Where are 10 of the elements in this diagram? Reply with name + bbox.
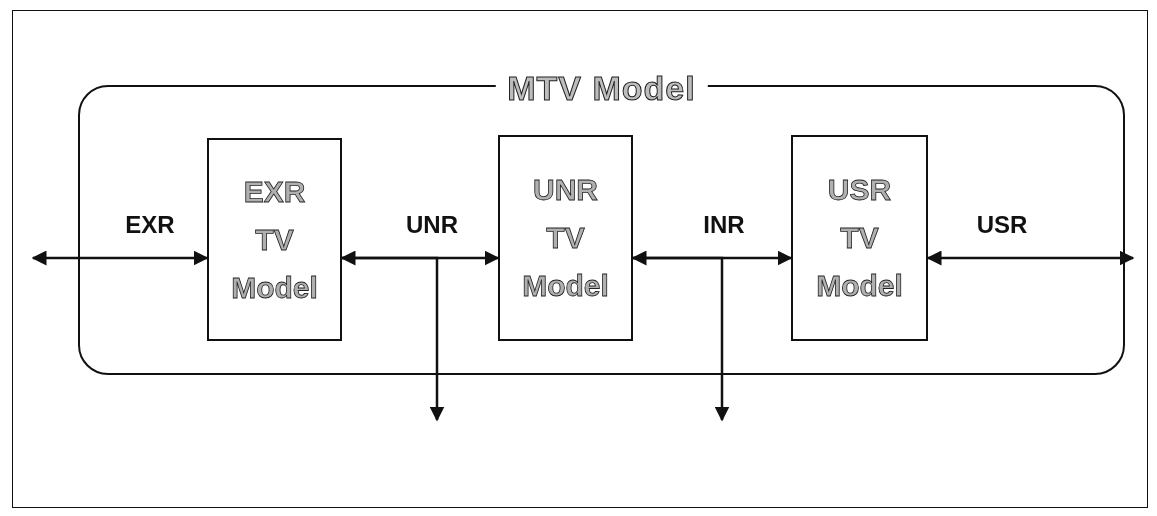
connector-arrow bbox=[31, 250, 209, 266]
connector-arrow bbox=[342, 256, 445, 422]
connector-arrow bbox=[926, 250, 1135, 266]
connector-arrow bbox=[633, 256, 730, 422]
model-label: EXR TV Model bbox=[230, 173, 319, 306]
model-box bbox=[498, 135, 633, 341]
model-label: UNR TV Model bbox=[521, 172, 610, 304]
model-box bbox=[207, 138, 342, 341]
model-label: USR TV Model bbox=[815, 172, 904, 304]
model-box bbox=[791, 135, 928, 341]
